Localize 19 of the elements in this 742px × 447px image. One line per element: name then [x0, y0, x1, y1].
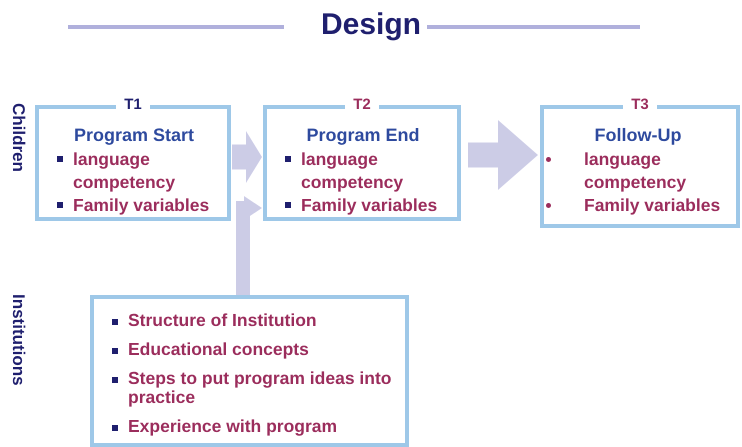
box-heading: Follow-Up — [594, 125, 682, 146]
block-arrow — [468, 120, 538, 190]
bullet-item: Educational concepts — [128, 340, 399, 359]
bullet-item: Experience with program — [128, 417, 399, 436]
bullet-item: Family variables — [570, 194, 732, 217]
bullet-item: language competency — [301, 148, 451, 194]
block-arrow — [236, 196, 262, 295]
bullet-item: Steps to put program ideas into practice — [128, 369, 399, 407]
row-label: Institutions — [8, 294, 28, 386]
bullet-item: Family variables — [73, 194, 221, 217]
box-heading: Program End — [305, 125, 421, 146]
stage-box — [90, 295, 409, 447]
bullet-item: Structure of Institution — [128, 311, 399, 330]
box-heading: Program Start — [72, 125, 196, 146]
bullet-item: language competency — [570, 148, 732, 194]
row-label: Children — [8, 103, 28, 172]
bullet-item: Family variables — [301, 194, 451, 217]
bullet-item: language competency — [73, 148, 221, 194]
block-arrow — [232, 131, 262, 183]
